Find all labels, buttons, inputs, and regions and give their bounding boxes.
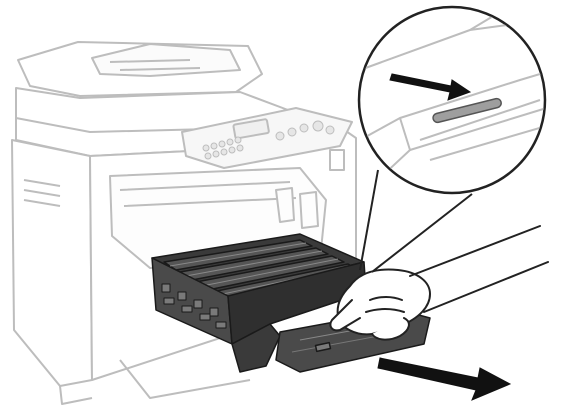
callout-line-left (360, 170, 378, 270)
main-body (12, 140, 92, 386)
hand (330, 226, 548, 340)
pull-arrow-icon (378, 358, 510, 400)
forearm (410, 226, 548, 312)
magnifier-callout-icon (359, 0, 560, 272)
callout-circle (359, 7, 545, 193)
callout-line-right (372, 194, 472, 272)
